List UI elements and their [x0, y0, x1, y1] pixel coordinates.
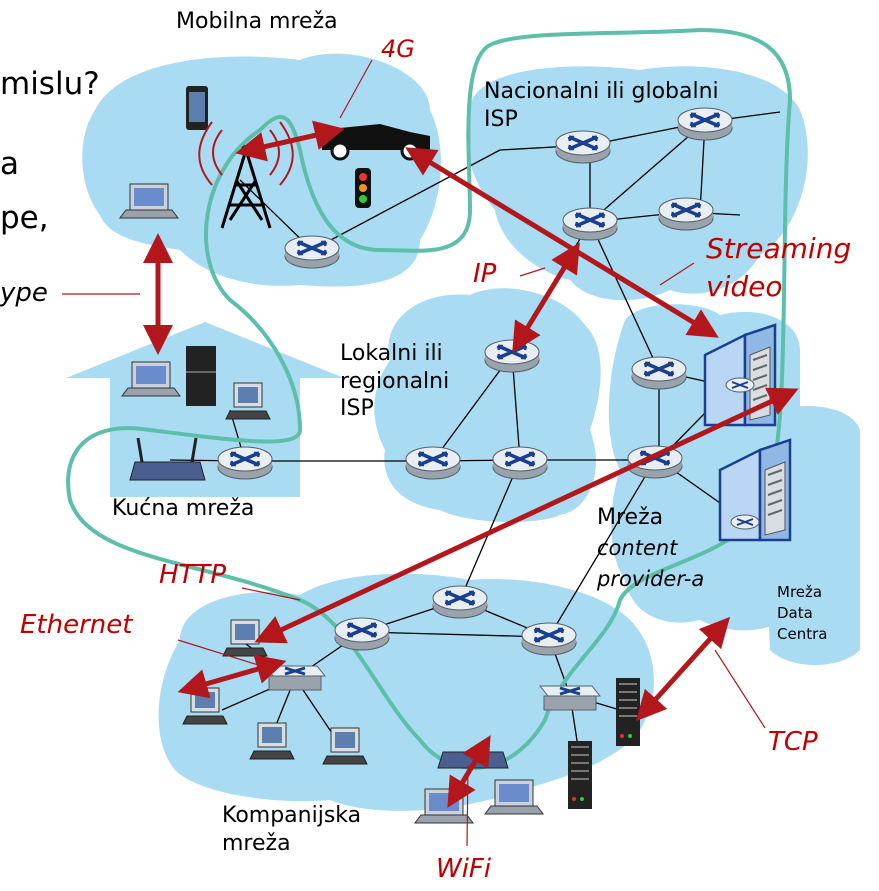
label-wifi: WiFi [436, 854, 492, 884]
router-local-3 [491, 445, 549, 481]
side-text-line3: pe, [0, 200, 49, 236]
local-isp-label-3: ISP [340, 396, 374, 421]
label-ethernet: Ethernet [20, 610, 133, 640]
router-local-2 [404, 445, 462, 481]
small-router-content [725, 377, 755, 393]
side-text-line2: a [0, 146, 19, 182]
mobile-network-label: Mobilna mreža [176, 9, 338, 34]
router-national-2 [676, 106, 734, 142]
server-icon-2 [567, 740, 593, 810]
side-text-line1: mislu? [0, 66, 100, 102]
label-streaming: Streaming [706, 232, 852, 265]
content-provider-label-1: Mreža [597, 505, 664, 530]
home-wifi-router-icon [129, 437, 206, 481]
label-tcp: TCP [768, 727, 818, 757]
small-router-datacenter [730, 514, 760, 530]
router-mobile [283, 234, 341, 270]
mobile-network-cloud [82, 53, 441, 287]
local-isp-label-1: Lokalni ili [340, 341, 443, 366]
refrigerator-icon [186, 346, 216, 406]
datacenter-label-1: Mreža [777, 583, 823, 601]
datacenter-label-3: Centra [777, 625, 828, 643]
router-local-1 [483, 338, 541, 374]
router-enterprise-3 [520, 621, 578, 657]
router-enterprise-2 [333, 616, 391, 652]
switch-enterprise-1 [263, 664, 327, 692]
datacenter-label-2: Data [777, 604, 813, 622]
label-http: HTTP [159, 560, 226, 590]
label-4g: 4G [381, 35, 415, 63]
server-icon-1 [615, 677, 641, 747]
router-national-3 [561, 206, 619, 242]
protocol-arrows [143, 120, 799, 808]
national-isp-label-2: ISP [484, 107, 518, 132]
label-streaming-video: video [706, 270, 783, 303]
router-national-1 [554, 129, 612, 165]
enterprise-label-2: mreža [222, 831, 291, 856]
label-pointer-lines [62, 59, 766, 847]
router-national-4 [657, 196, 715, 232]
content-provider-label-3: provider-a [597, 567, 705, 591]
router-enterprise-1 [431, 584, 489, 620]
switch-enterprise-2 [538, 684, 602, 712]
label-ip: IP [473, 259, 497, 289]
home-network-label: Kućna mreža [112, 496, 255, 521]
side-text-line4: ype [0, 278, 48, 308]
local-isp-label-2: regionalni [340, 369, 450, 394]
smartphone-icon [186, 86, 208, 130]
national-isp-label: Nacionalni ili globalni [484, 79, 719, 104]
local-isp-cloud [374, 288, 601, 522]
traffic-light-icon [355, 168, 371, 208]
content-provider-label-2: content [597, 536, 678, 560]
enterprise-label-1: Kompanijska [222, 803, 362, 828]
router-home [216, 445, 274, 481]
router-content-1 [630, 355, 688, 391]
